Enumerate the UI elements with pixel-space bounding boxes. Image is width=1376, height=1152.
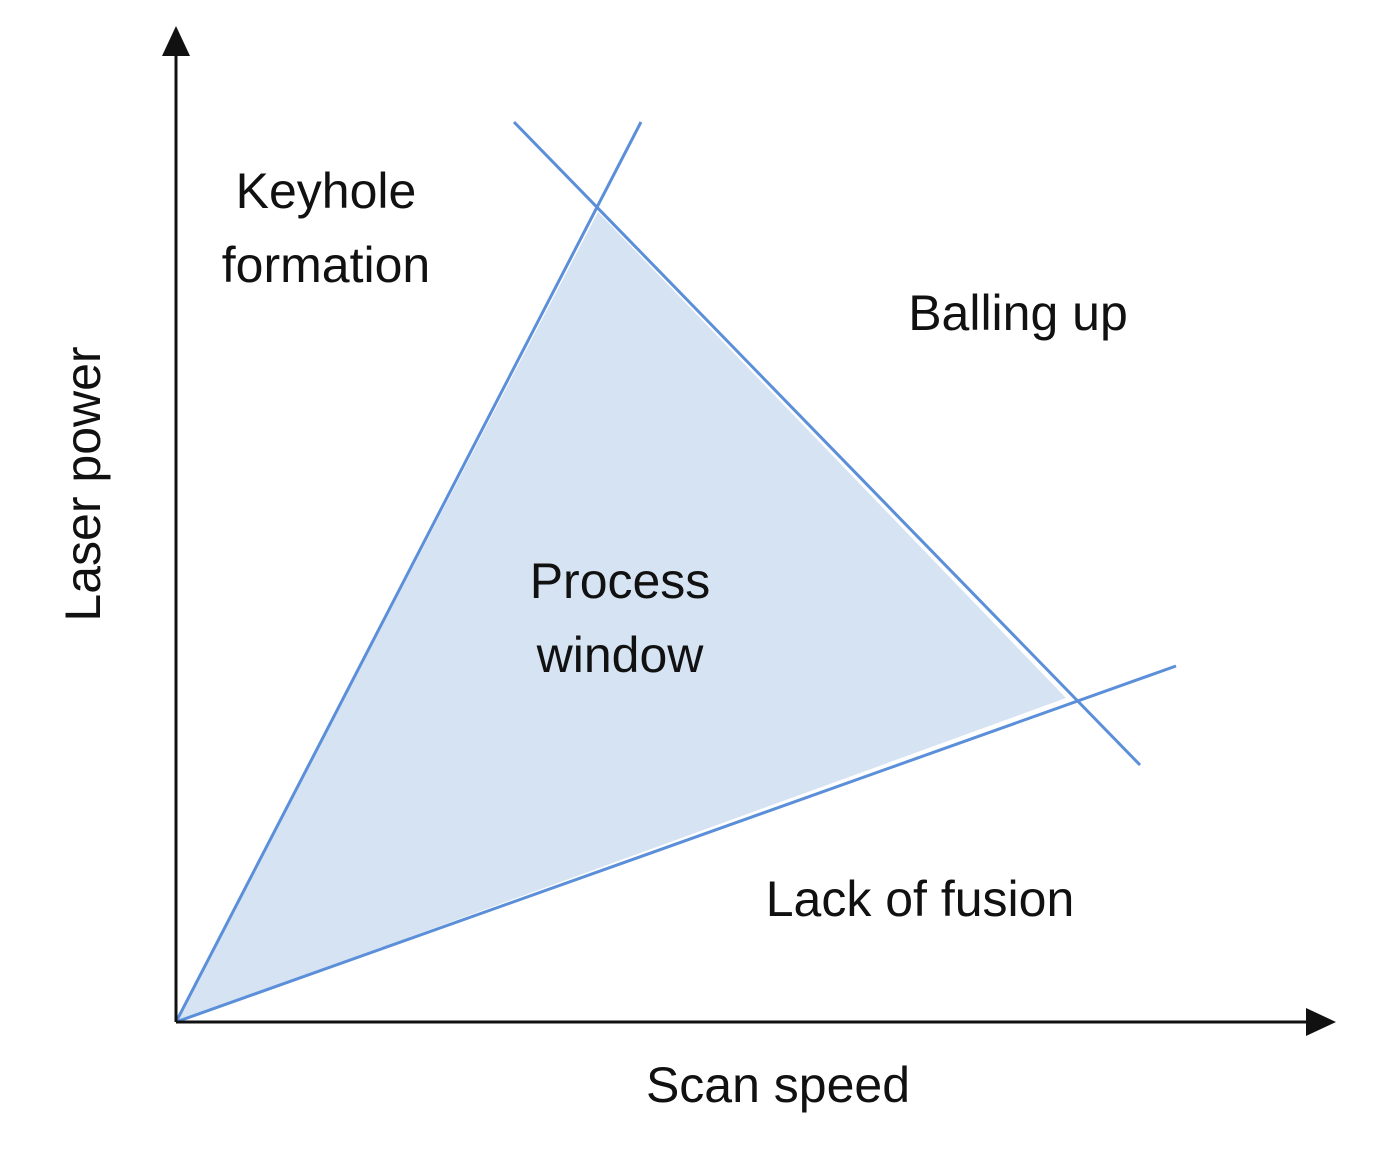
lack-of-fusion-boundary-line (175, 664, 1177, 1024)
keyhole-boundary-line (174, 121, 643, 1023)
y-axis-arrowhead (162, 26, 190, 56)
process-window-label: Process (530, 553, 711, 609)
balling-boundary-line (512, 120, 1142, 767)
process-window-area (176, 212, 1066, 1022)
x-axis-label: Scan speed (646, 1057, 910, 1113)
keyhole-region-label-line2: formation (222, 237, 430, 293)
keyhole-region-label: Keyhole (236, 163, 417, 219)
x-axis-arrowhead (1306, 1008, 1336, 1036)
process-window-label-line2: window (536, 627, 705, 683)
y-axis-label: Laser power (55, 346, 111, 621)
balling-region-label: Balling up (908, 285, 1128, 341)
lack-of-fusion-region-label: Lack of fusion (766, 871, 1075, 927)
